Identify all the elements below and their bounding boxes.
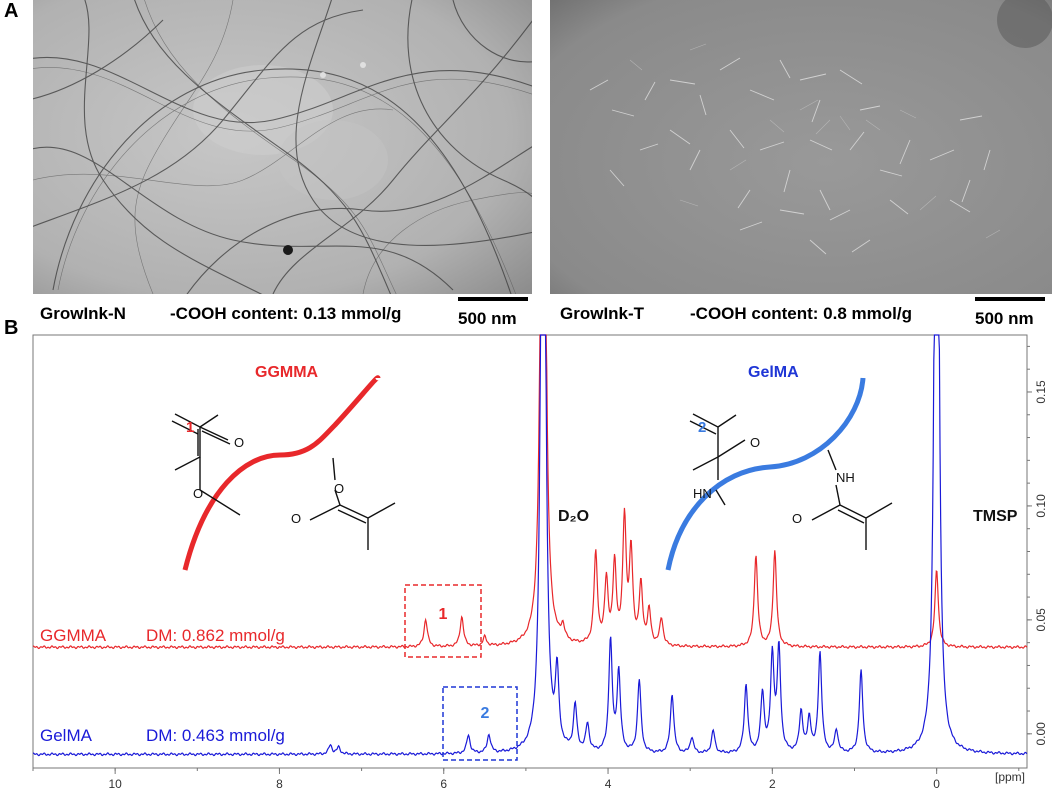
trace-ggmma bbox=[32, 334, 1028, 650]
tem-image-growink-t bbox=[550, 0, 1052, 294]
ggmma-atom-2: O bbox=[193, 486, 203, 501]
x-axis-label: [ppm] bbox=[995, 770, 1025, 784]
scale-bar-label-growink-t: 500 nm bbox=[975, 309, 1034, 328]
ggmma-backbone bbox=[182, 375, 381, 571]
gelma-backbone bbox=[665, 377, 866, 571]
gelma-atom-4: O bbox=[792, 511, 802, 526]
y-tick-label-0.05: 0.05 bbox=[1034, 608, 1048, 632]
ggmma-structure-name: GGMMA bbox=[255, 364, 319, 381]
gelma-structure bbox=[665, 377, 893, 571]
x-tick-label-4: 4 bbox=[605, 777, 612, 791]
x-axis: 10 8 6 4 2 0 bbox=[32, 768, 1020, 791]
sample-name-growink-n: GrowInk-N bbox=[40, 304, 126, 323]
trace-dm-ggmma: DM: 0.862 mmol/g bbox=[146, 626, 285, 645]
ggmma-structure bbox=[171, 375, 396, 571]
tmsp-label: TMSP bbox=[973, 508, 1018, 525]
cooh-content-growink-n: -COOH content: 0.13 mmol/g bbox=[170, 304, 402, 323]
sample-name-growink-t: GrowInk-T bbox=[560, 304, 645, 323]
ggmma-atom-1: O bbox=[234, 435, 244, 450]
trace-gelma bbox=[32, 334, 1028, 757]
x-tick-label-0: 0 bbox=[933, 777, 940, 791]
trace-label-ggmma: GGMMA bbox=[40, 626, 107, 645]
gelma-atom-2: HN bbox=[693, 486, 712, 501]
y-tick-label-0.00: 0.00 bbox=[1034, 722, 1048, 746]
scale-bar-growink-n bbox=[458, 297, 528, 301]
x-tick-label-2: 2 bbox=[769, 777, 776, 791]
cooh-content-growink-t: -COOH content: 0.8 mmol/g bbox=[690, 304, 912, 323]
y-tick-label-0.15: 0.15 bbox=[1034, 380, 1048, 404]
panel-a-label: A bbox=[4, 0, 19, 22]
ggmma-peak-box-1 bbox=[404, 584, 482, 658]
gelma-peak-box-label: 2 bbox=[481, 705, 490, 722]
x-tick-label-10: 10 bbox=[108, 777, 122, 791]
trace-dm-gelma: DM: 0.463 mmol/g bbox=[146, 726, 285, 745]
scale-bar-growink-t bbox=[975, 297, 1045, 301]
y-tick-label-0.10: 0.10 bbox=[1034, 494, 1048, 518]
ggmma-peak-box-label: 1 bbox=[439, 606, 448, 623]
trace-label-gelma: GelMA bbox=[40, 726, 93, 745]
ggmma-marker-1: 1 bbox=[186, 419, 194, 436]
d2o-label: D₂O bbox=[558, 508, 589, 525]
plot-frame bbox=[32, 334, 1028, 769]
gelma-peak-box-2 bbox=[442, 686, 518, 761]
nmr-spectrum: 10 8 6 4 2 0 0.00 0.05 0.10 0.15 [ppm] 1 O O O O… bbox=[32, 334, 1048, 791]
gelma-atom-3: NH bbox=[836, 470, 855, 485]
ggmma-atom-4: O bbox=[291, 511, 301, 526]
gelma-structure-name: GelMA bbox=[748, 364, 799, 381]
panel-b-label: B bbox=[4, 317, 19, 339]
scale-bar-label-growink-n: 500 nm bbox=[458, 309, 517, 328]
y-axis: 0.00 0.05 0.10 0.15 bbox=[1027, 345, 1048, 746]
x-tick-label-6: 6 bbox=[440, 777, 447, 791]
gelma-marker-2: 2 bbox=[698, 419, 706, 436]
tem-image-growink-n bbox=[33, 0, 532, 294]
x-tick-label-8: 8 bbox=[276, 777, 283, 791]
gelma-atom-1: O bbox=[750, 435, 760, 450]
ggmma-atom-3: O bbox=[334, 481, 344, 496]
